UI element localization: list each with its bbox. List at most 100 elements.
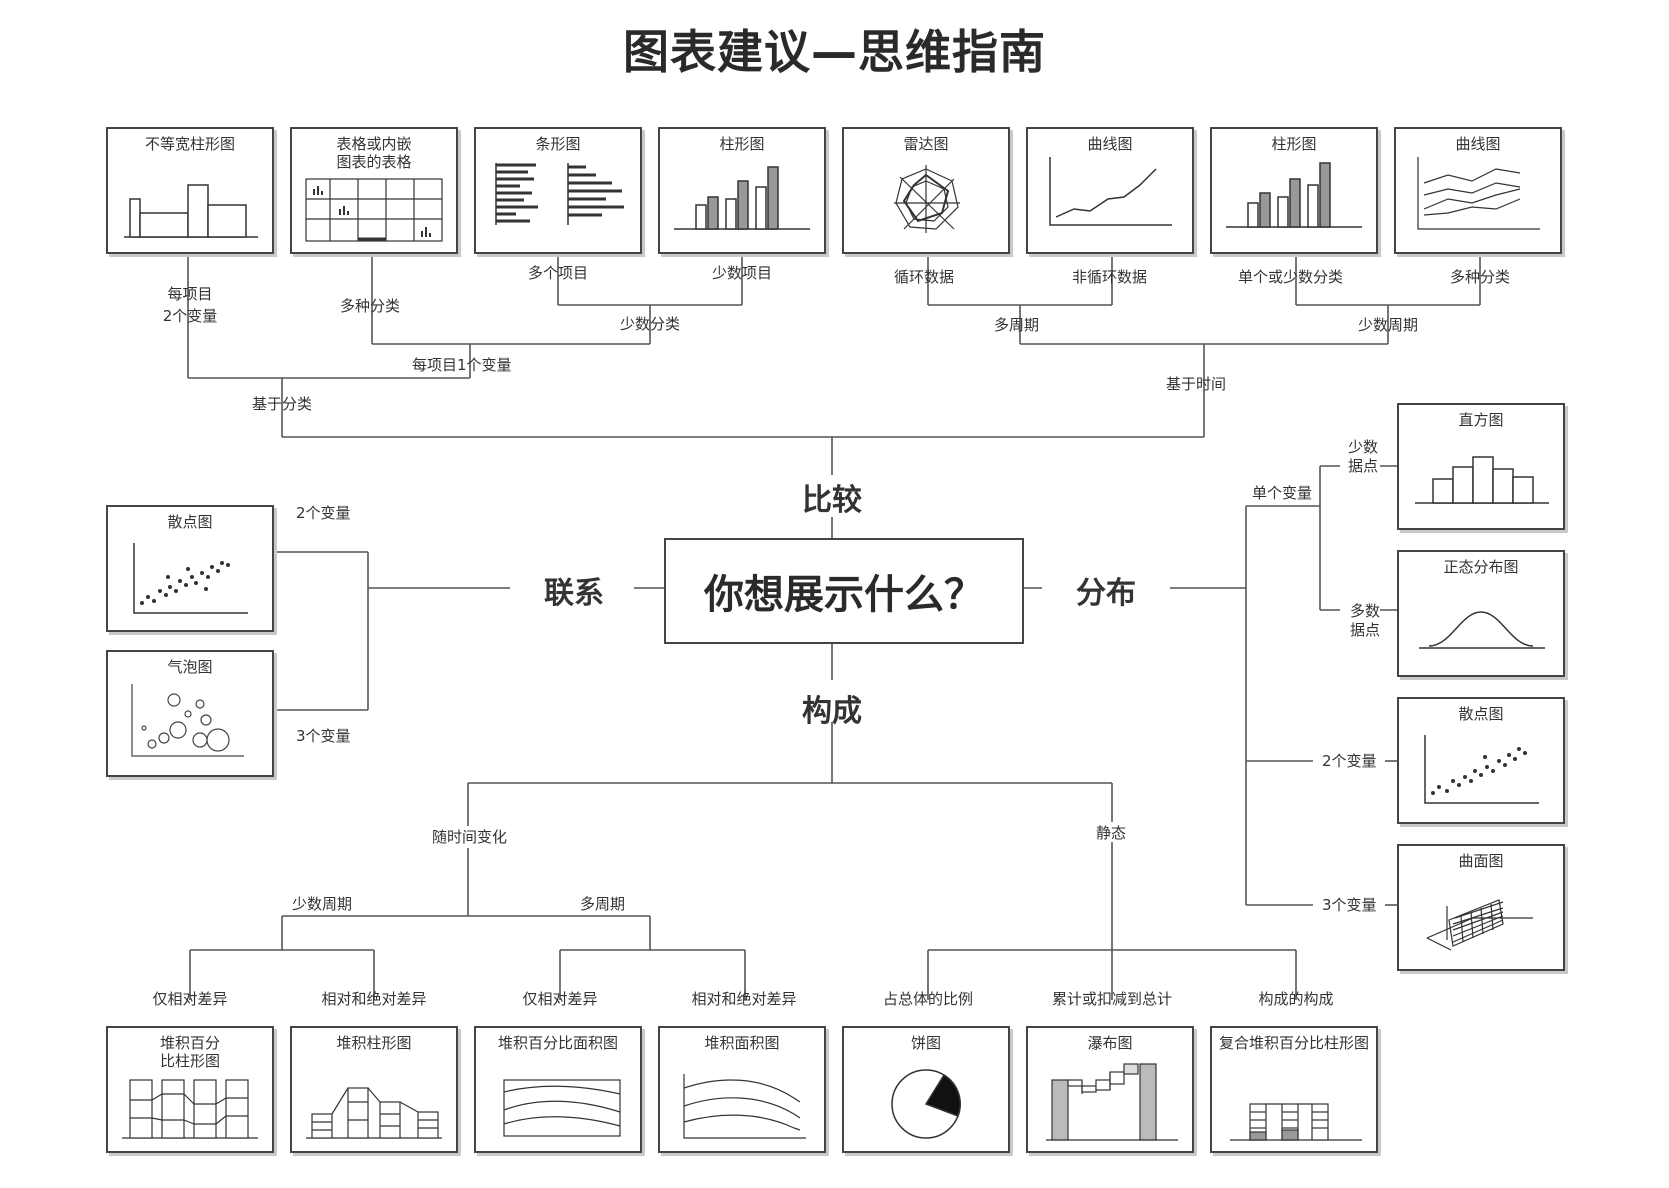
pie-chart-icon xyxy=(891,1069,961,1139)
card-normal-distribution: 正态分布图 xyxy=(1397,550,1565,677)
card-radar-chart: 雷达图 xyxy=(842,127,1010,254)
label-few-categories: 少数分类 xyxy=(620,315,681,333)
card-title: 柱形图 xyxy=(1271,135,1317,153)
card-title: 不等宽柱形图 xyxy=(144,135,235,153)
radar-chart-icon xyxy=(894,165,960,233)
card-title: 堆积百分比面积图 xyxy=(497,1034,618,1052)
table-chart-icon xyxy=(305,178,443,242)
card-column-chart-single: 柱形图 xyxy=(1210,127,1378,254)
label-many-items: 多个项目 xyxy=(528,264,589,282)
card-title: 曲线图 xyxy=(1455,135,1501,153)
card-bar-chart: 条形图 xyxy=(474,127,642,254)
card-title: 雷达图 xyxy=(903,135,949,153)
label-over-time: 随时间变化 xyxy=(432,828,508,846)
card-compound-stacked-percent-column: 复合堆积百分比柱形图 xyxy=(1210,1026,1378,1153)
card-title: 堆积面积图 xyxy=(704,1034,780,1052)
label-many-categories: 多种分类 xyxy=(340,297,401,315)
card-title: 散点图 xyxy=(167,513,213,531)
line-chart-icon xyxy=(1049,157,1172,226)
card-title: 散点图 xyxy=(1458,705,1504,723)
label-cyclic: 循环数据 xyxy=(894,268,955,286)
stacked-column-icon xyxy=(306,1087,442,1139)
branch-compare: 比较 xyxy=(802,483,862,518)
card-title: 正态分布图 xyxy=(1443,558,1519,576)
card-table-embedded-chart: 表格或内嵌 图表的表格 xyxy=(290,127,458,254)
multi-line-chart-icon xyxy=(1417,157,1540,230)
card-unequal-width-column: 不等宽柱形图 xyxy=(106,127,274,254)
label-three-vars-relation: 3个变量 xyxy=(296,727,351,745)
label-accumulate-to-total: 累计或扣减到总计 xyxy=(1051,990,1172,1008)
label-many-periods: 多周期 xyxy=(994,316,1040,334)
card-title: 直方图 xyxy=(1458,411,1504,429)
label-share-of-total: 占总体的比例 xyxy=(882,990,973,1008)
label-many-data-points: 多数 据点 xyxy=(1350,602,1381,639)
card-stacked-percent-column: 堆积百分 比柱形图 xyxy=(106,1026,274,1153)
label-per-item-two-vars: 每项目 2个变量 xyxy=(162,285,218,325)
column-chart-icon xyxy=(1226,162,1362,228)
card-title: 堆积百分 比柱形图 xyxy=(159,1034,220,1070)
branch-composition: 构成 xyxy=(802,694,862,729)
label-relative-absolute-1: 相对和绝对差异 xyxy=(321,990,427,1008)
waterfall-chart-icon xyxy=(1046,1063,1178,1141)
column-chart-icon xyxy=(674,166,810,230)
label-per-item-one-var: 每项目1个变量 xyxy=(412,356,512,374)
card-surface-chart: 曲面图 xyxy=(1397,844,1565,971)
label-by-category: 基于分类 xyxy=(252,395,313,413)
stacked-percent-area-icon xyxy=(503,1079,621,1137)
surface-chart-icon xyxy=(1426,899,1533,951)
card-stacked-column: 堆积柱形图 xyxy=(290,1026,458,1153)
card-title: 瀑布图 xyxy=(1087,1034,1133,1052)
card-title: 柱形图 xyxy=(719,135,765,153)
unequal-column-icon xyxy=(124,184,258,238)
stacked-area-icon xyxy=(683,1074,806,1139)
label-non-cyclic: 非循环数据 xyxy=(1072,268,1148,286)
card-title: 表格或内嵌 图表的表格 xyxy=(336,135,412,171)
card-line-chart-multi: 曲线图 xyxy=(1394,127,1562,254)
card-scatter-relation: 散点图 xyxy=(106,505,274,632)
label-by-time: 基于时间 xyxy=(1166,375,1227,393)
card-title: 复合堆积百分比柱形图 xyxy=(1218,1034,1369,1052)
label-few-periods: 少数周期 xyxy=(1358,316,1419,334)
card-scatter-distribution: 散点图 xyxy=(1397,697,1565,824)
card-line-chart-one: 曲线图 xyxy=(1026,127,1194,254)
label-two-vars-distribution: 2个变量 xyxy=(1322,752,1377,770)
card-stacked-area: 堆积面积图 xyxy=(658,1026,826,1153)
card-column-chart-few: 柱形图 xyxy=(658,127,826,254)
label-components-of-components: 构成的构成 xyxy=(1258,990,1334,1008)
card-histogram: 直方图 xyxy=(1397,403,1565,530)
label-many-categories-time: 多种分类 xyxy=(1450,268,1511,286)
branch-distribution: 分布 xyxy=(1076,576,1136,611)
label-single-few-categories: 单个或少数分类 xyxy=(1238,268,1344,286)
label-few-periods-composition: 少数周期 xyxy=(292,895,353,913)
card-waterfall-chart: 瀑布图 xyxy=(1026,1026,1194,1153)
label-single-variable: 单个变量 xyxy=(1252,484,1313,502)
branch-relation: 联系 xyxy=(544,576,604,611)
histogram-icon xyxy=(1415,456,1549,504)
stacked-percent-column-icon xyxy=(122,1079,258,1139)
label-two-vars-relation: 2个变量 xyxy=(296,504,351,522)
card-stacked-percent-area: 堆积百分比面积图 xyxy=(474,1026,642,1153)
label-relative-only-1: 仅相对差异 xyxy=(152,990,228,1008)
label-relative-only-2: 仅相对差异 xyxy=(522,990,598,1008)
page-title: 图表建议—思维指南 xyxy=(623,25,1046,79)
card-title: 曲线图 xyxy=(1087,135,1133,153)
label-many-periods-composition: 多周期 xyxy=(580,895,626,913)
label-static: 静态 xyxy=(1096,824,1127,842)
bubble-chart-icon xyxy=(131,684,244,757)
card-bubble-chart: 气泡图 xyxy=(106,650,274,777)
central-question: 你想展示什么？ xyxy=(664,538,1024,644)
card-title: 曲面图 xyxy=(1458,852,1504,870)
card-title: 气泡图 xyxy=(167,658,213,676)
scatter-plot-icon xyxy=(1424,735,1539,804)
card-pie-chart: 饼图 xyxy=(842,1026,1010,1153)
card-title: 堆积柱形图 xyxy=(336,1034,412,1052)
bell-curve-icon xyxy=(1419,611,1545,649)
compound-stacked-column-icon xyxy=(1230,1103,1362,1141)
card-title: 条形图 xyxy=(535,135,581,153)
bar-chart-icon xyxy=(495,163,624,225)
label-relative-absolute-2: 相对和绝对差异 xyxy=(691,990,797,1008)
card-title: 饼图 xyxy=(910,1034,941,1052)
scatter-plot-icon xyxy=(133,543,248,614)
